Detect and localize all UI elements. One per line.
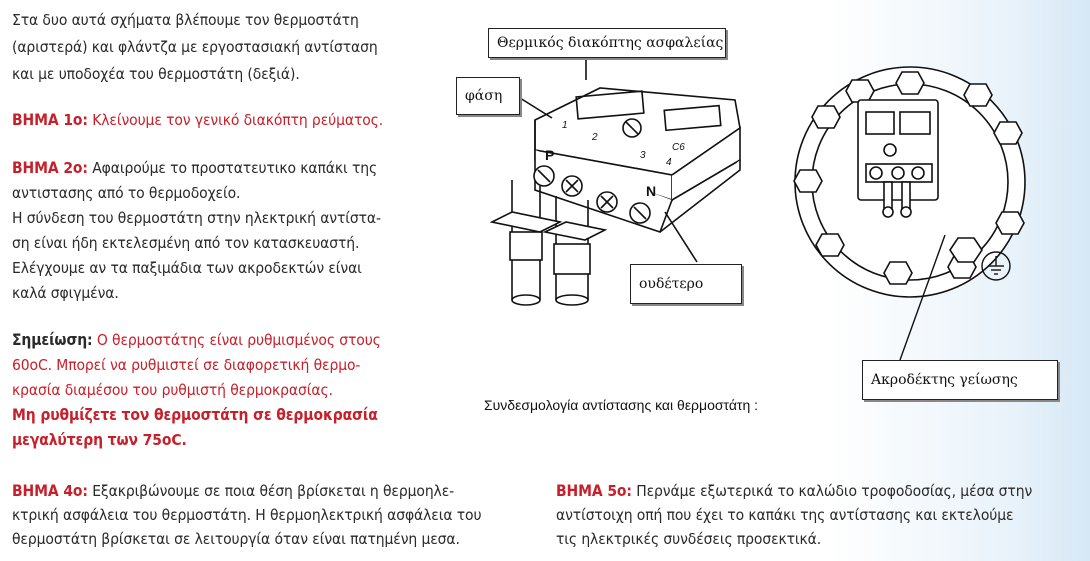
note-warning: Μη ρυθμίζετε τον θερμοστάτη σε θερμοκρασ… [12, 406, 378, 424]
terminal-n-label: N [646, 183, 656, 199]
note-label: Σημείωση: [12, 331, 93, 349]
step2-line: Αφαιρούμε το προστατευτικο καπάκι της [92, 159, 378, 177]
note-warning: μεγαλύτερη των 75οC. [12, 431, 187, 449]
ground-terminal-label: Ακροδέκτης γείωσης [862, 360, 1058, 400]
step2-label: ΒΗΜΑ 2ο: [12, 159, 88, 177]
note-line: 60οC. Μπορεί να ρυθμιστεί σε διαφορετική… [12, 356, 361, 374]
terminal-screws [533, 165, 651, 224]
step4-line: Εξακριβώνουμε σε ποια θέση βρίσκεται η θ… [92, 482, 455, 500]
step1-text: Κλείνουμε τον γενικό διακόπτη ρεύματος. [92, 111, 384, 129]
step5-line: τις ηλεκτρικές συνδέσεις προσεκτικά. [556, 530, 822, 548]
resistance-posts [489, 180, 608, 306]
step2-line: ση είναι ήδη εκτελεσμένη από τον κατασκε… [12, 234, 360, 252]
terminal-number: 1 [562, 120, 568, 131]
step1-label: ΒΗΜΑ 1ο: [12, 111, 88, 129]
thermostat-drawing [489, 87, 741, 306]
step4-line: κτρική ασφάλεια του θερμοστάτη. Η θερμοη… [12, 506, 482, 524]
step1-paragraph: ΒΗΜΑ 1ο: Κλείνουμε τον γενικό διακόπτη ρ… [12, 109, 383, 131]
step4-line: θερμοστάτη βρίσκεται σε λειτουργία όταν … [12, 530, 460, 548]
step4-heading: ΒΗΜΑ 4ο: Εξακριβώνουμε σε ποια θέση βρίσ… [12, 480, 454, 502]
terminal-p-label: P [545, 147, 554, 163]
note-line: κρασία διαμέσου του ρυθμιστή θερμοκρασία… [12, 381, 333, 399]
fuse-label: Θερμικός διακόπτης ασφαλείας [488, 28, 726, 58]
step5-line: Περνάμε εξωτερικά το καλώδιο τροφοδοσίας… [636, 482, 1033, 500]
diagram-caption: Συνδεσμολογία αντίστασης και θερμοστάτη … [484, 397, 759, 413]
flange-bolts [793, 71, 1025, 285]
step2-line: καλά σφιγμένα. [12, 284, 119, 302]
neutral-label: ουδέτερο [630, 264, 742, 304]
phase-label: φάση [456, 77, 520, 115]
terminal-number: 2 [591, 132, 598, 143]
intro-line: Στα δυο αυτά σχήματα βλέπουμε τον θερμοσ… [12, 11, 359, 29]
step2-heading: ΒΗΜΑ 2ο: Αφαιρούμε το προστατευτικο καπά… [12, 157, 377, 179]
step5-line: αντίστοιχη οπή που έχει το καπάκι της αν… [556, 506, 1014, 524]
step5-label: ΒΗΜΑ 5ο: [556, 482, 632, 500]
note-heading: Σημείωση: Ο θερμοστάτης είναι ρυθμισμένο… [12, 329, 381, 351]
flange-drawing [793, 66, 1026, 298]
step5-heading: ΒΗΜΑ 5ο: Περνάμε εξωτερικά το καλώδιο τρ… [556, 480, 1032, 502]
step2-line: Ελέγχουμε αν τα παξιμάδια των ακροδεκτών… [12, 259, 362, 277]
intro-line: (αριστερά) και φλάντζα με εργοστασιακή α… [12, 38, 378, 56]
terminal-number: 3 [640, 150, 646, 161]
ground-icon [981, 251, 1011, 281]
step4-label: ΒΗΜΑ 4ο: [12, 482, 88, 500]
model-code: C6 [672, 142, 685, 153]
step2-line: αντιστασης από το θερμοδοχείο. [12, 184, 241, 202]
intro-line: και με υποδοχέα του θερμοστάτη (δεξιά). [12, 65, 300, 83]
note-line: Ο θερμοστάτης είναι ρυθμισμένος στους [96, 331, 381, 349]
terminal-number: 4 [666, 157, 672, 168]
step2-line: Η σύνδεση του θερμοστάτη στην ηλεκτρική … [12, 209, 381, 227]
